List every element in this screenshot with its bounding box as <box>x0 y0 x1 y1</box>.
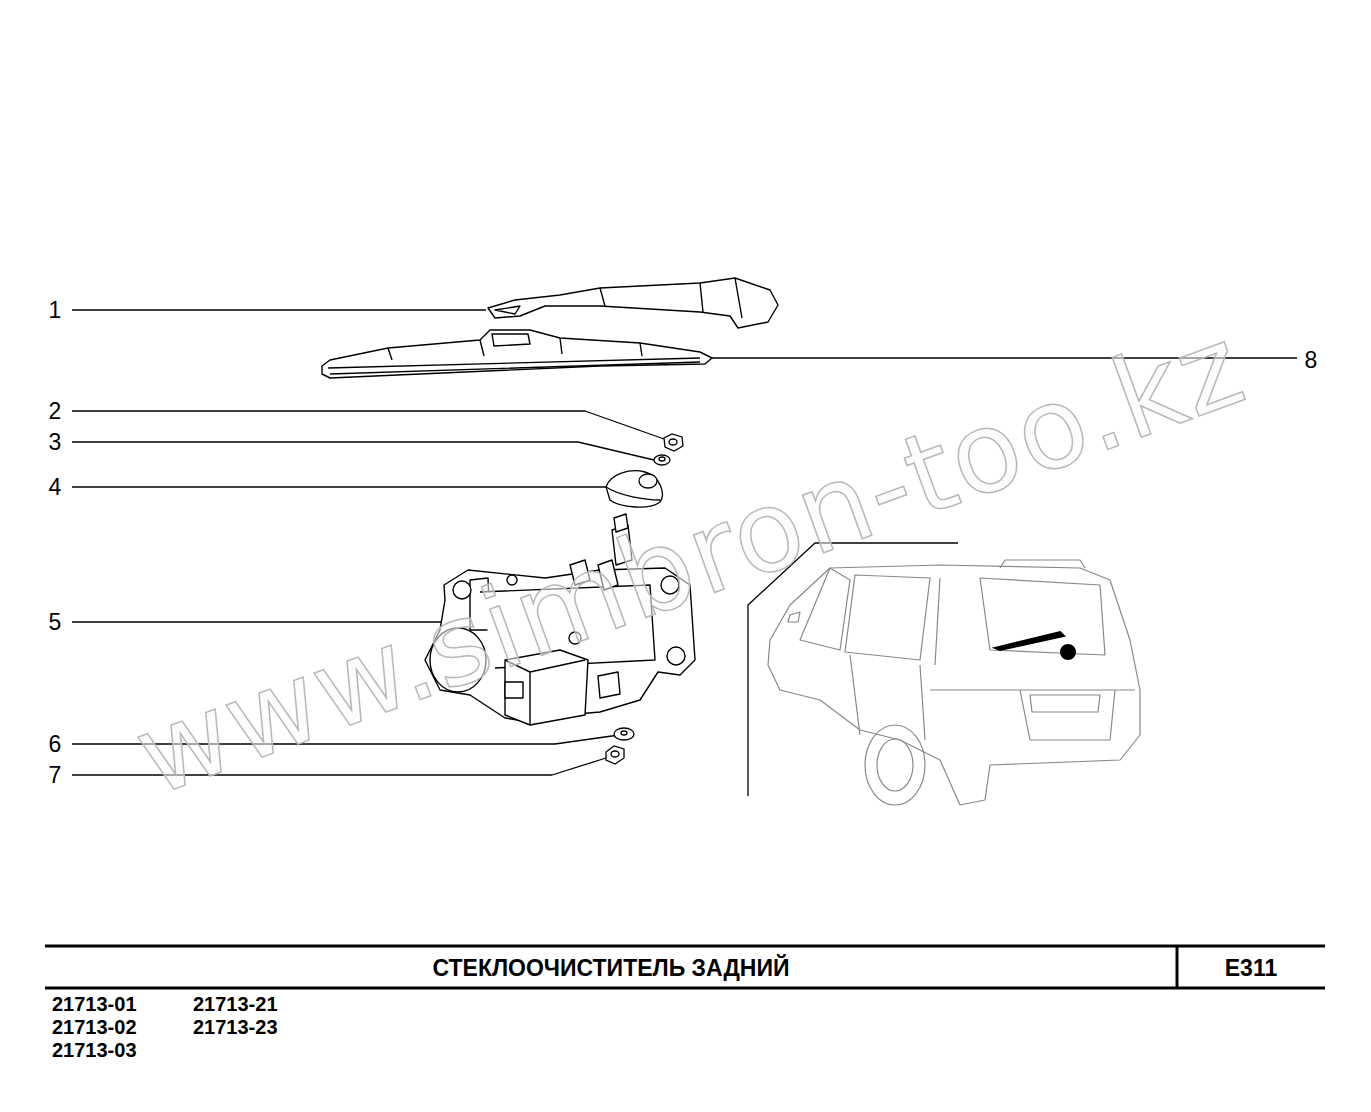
model-code: 21713-03 <box>52 1040 137 1060</box>
nut-and-washer <box>654 434 683 465</box>
watermark: www.simbron-too.kz <box>122 308 1257 813</box>
model-code: 21713-23 <box>193 1017 278 1037</box>
title: СТЕКЛООЧИСТИТЕЛЬ ЗАДНИЙ <box>432 957 789 980</box>
callout-number: 6 <box>49 733 62 756</box>
callout-number: 7 <box>49 764 62 787</box>
car-rear-wiper <box>995 632 1075 659</box>
callout-number: 3 <box>49 431 62 454</box>
callout-number: 8 <box>1305 349 1318 372</box>
washer-and-nut <box>606 728 634 764</box>
title-bar <box>45 946 1325 988</box>
callout-number: 5 <box>49 611 62 634</box>
car-outline <box>768 560 1140 805</box>
wiper-blade <box>322 330 712 378</box>
model-code: 21713-01 <box>52 994 137 1014</box>
wiper-arm <box>488 278 778 328</box>
page-code: E311 <box>1225 957 1277 980</box>
seal-cap <box>606 471 662 507</box>
callout-number: 1 <box>49 299 62 322</box>
model-code: 21713-21 <box>193 994 278 1014</box>
model-code: 21713-02 <box>52 1017 137 1037</box>
callout-number: 4 <box>49 476 62 499</box>
callout-number: 2 <box>49 400 62 423</box>
